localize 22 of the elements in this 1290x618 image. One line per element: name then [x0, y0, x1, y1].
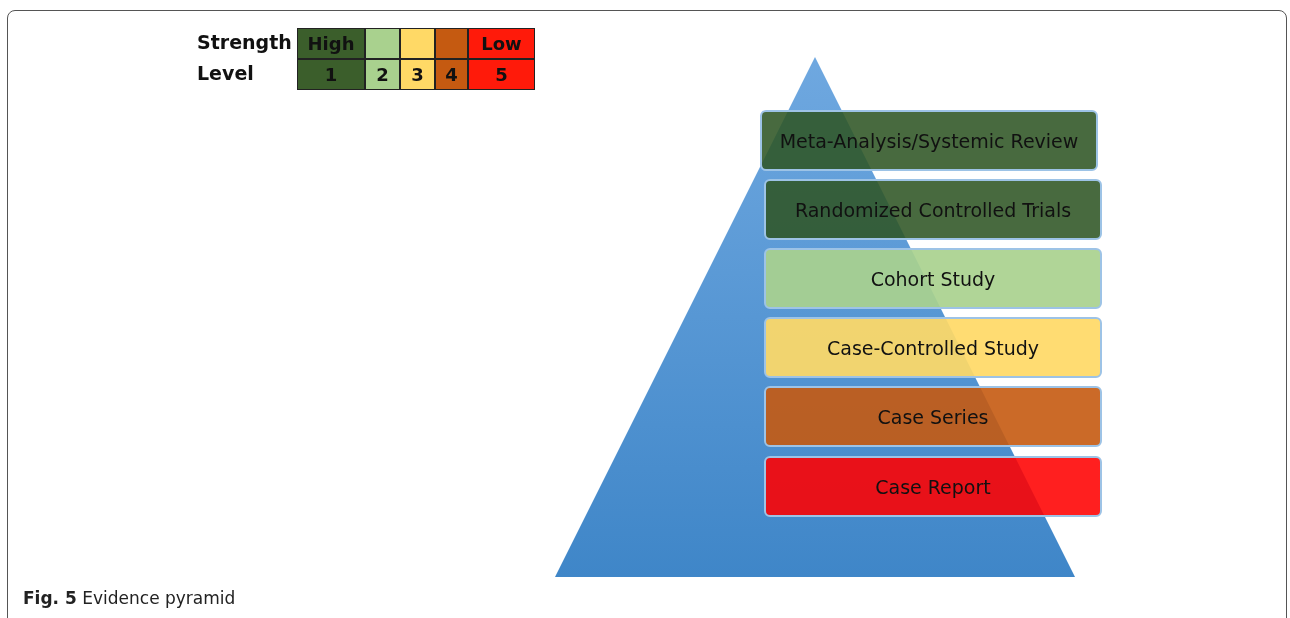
level-label: Case-Controlled Study [827, 336, 1039, 359]
table-cell: 2 [365, 59, 400, 90]
row-header: Strength [197, 31, 292, 53]
evidence-level-box [764, 179, 1102, 240]
figure-caption: Fig. 5 Evidence pyramid [23, 588, 236, 608]
evidence-level-box [764, 386, 1102, 447]
table-cell: 4 [435, 59, 468, 90]
level-label: Meta-Analysis/Systemic Review [779, 129, 1079, 152]
level-label: Case Report [875, 475, 991, 498]
row-header: Level [197, 62, 254, 84]
table-cell: 3 [400, 59, 435, 90]
evidence-level-box [764, 248, 1102, 309]
level-label: Case Series [877, 405, 989, 428]
table-cell: 5 [468, 59, 535, 90]
table-cell: High [297, 28, 365, 59]
table-cell: 1 [297, 59, 365, 90]
evidence-level-box [764, 456, 1102, 517]
evidence-level-box [760, 110, 1098, 171]
evidence-level-box [764, 317, 1102, 378]
table-cell: Low [468, 28, 535, 59]
level-label: Cohort Study [870, 267, 996, 290]
level-label: Randomized Controlled Trials [794, 198, 1072, 221]
